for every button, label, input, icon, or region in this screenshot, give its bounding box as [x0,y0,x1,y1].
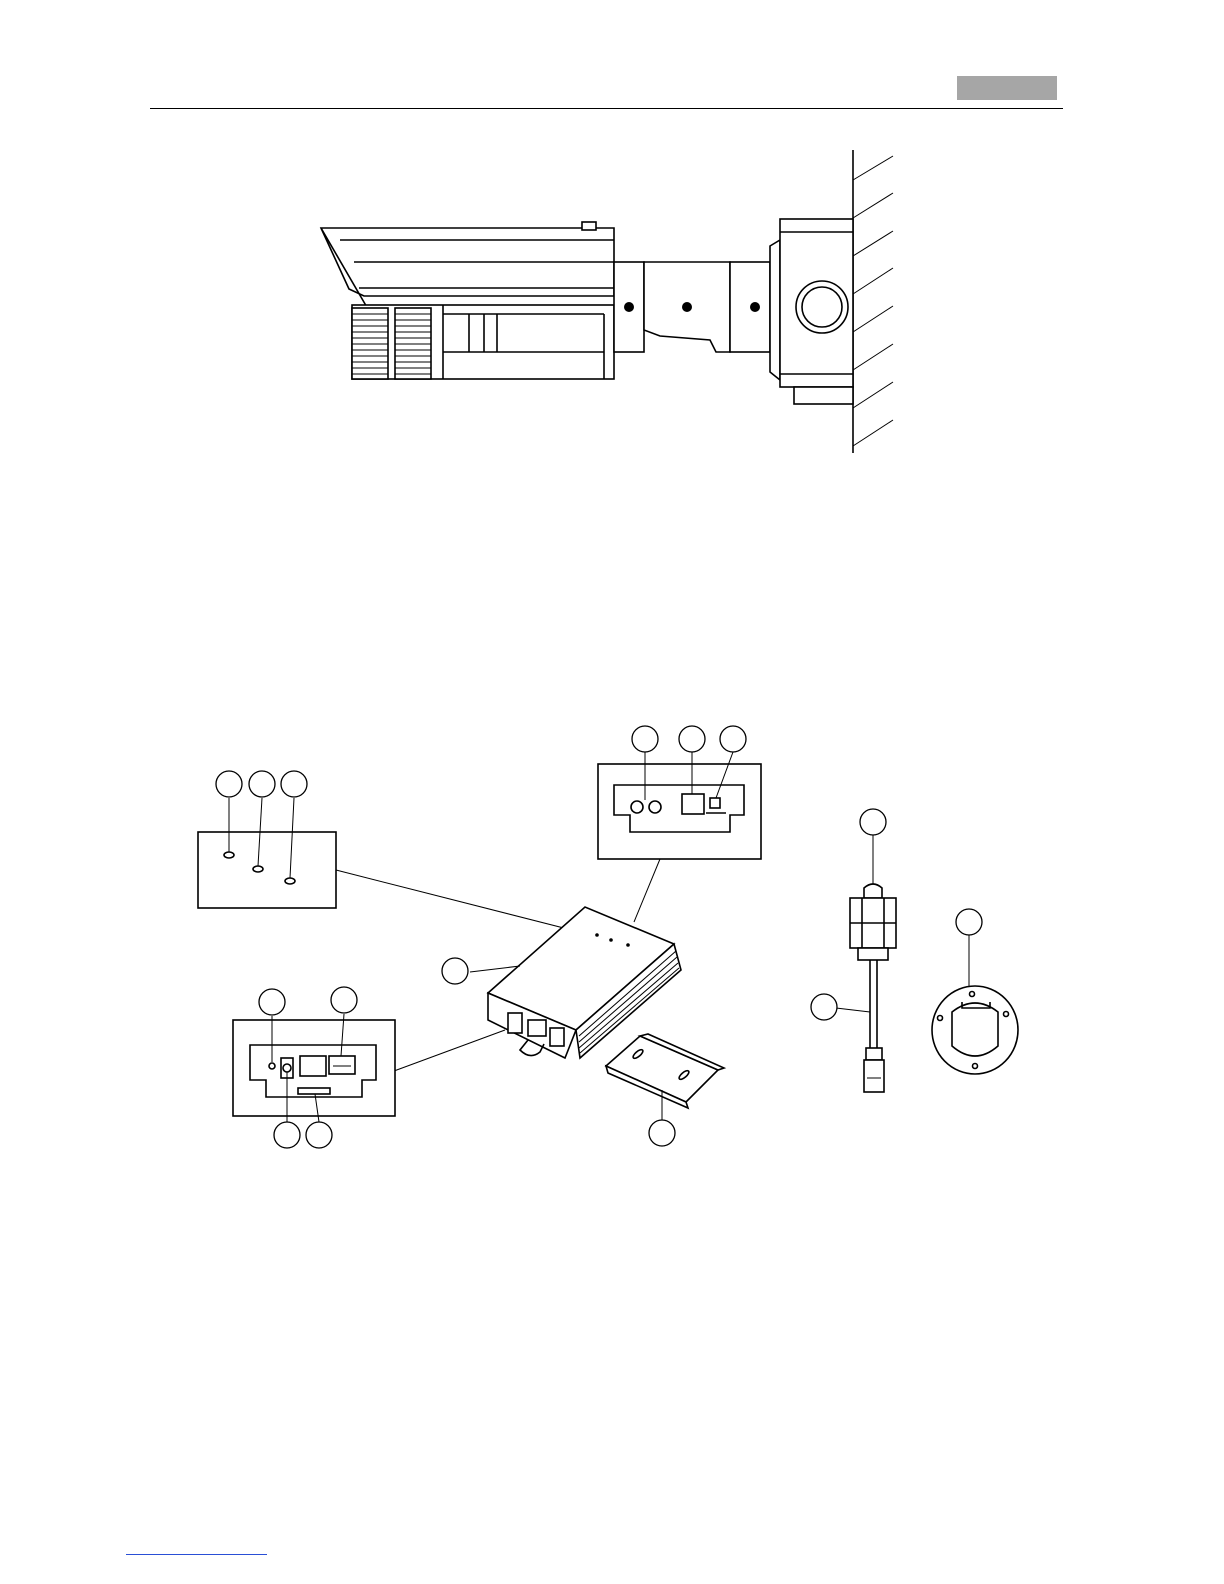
din-rail-icon [606,1034,724,1122]
cable-connector-icon [836,835,896,1092]
front-port-inset [233,1014,395,1122]
callout-din-rail [649,1120,675,1146]
callouts-top-right [632,726,746,752]
rear-port-inset [598,752,761,922]
footer-link-underline[interactable] [126,1554,267,1555]
callouts-top-left [216,771,307,797]
led-indicator-inset [198,798,603,938]
callout-box [442,958,468,984]
mounting-plate-icon [932,935,1018,1074]
